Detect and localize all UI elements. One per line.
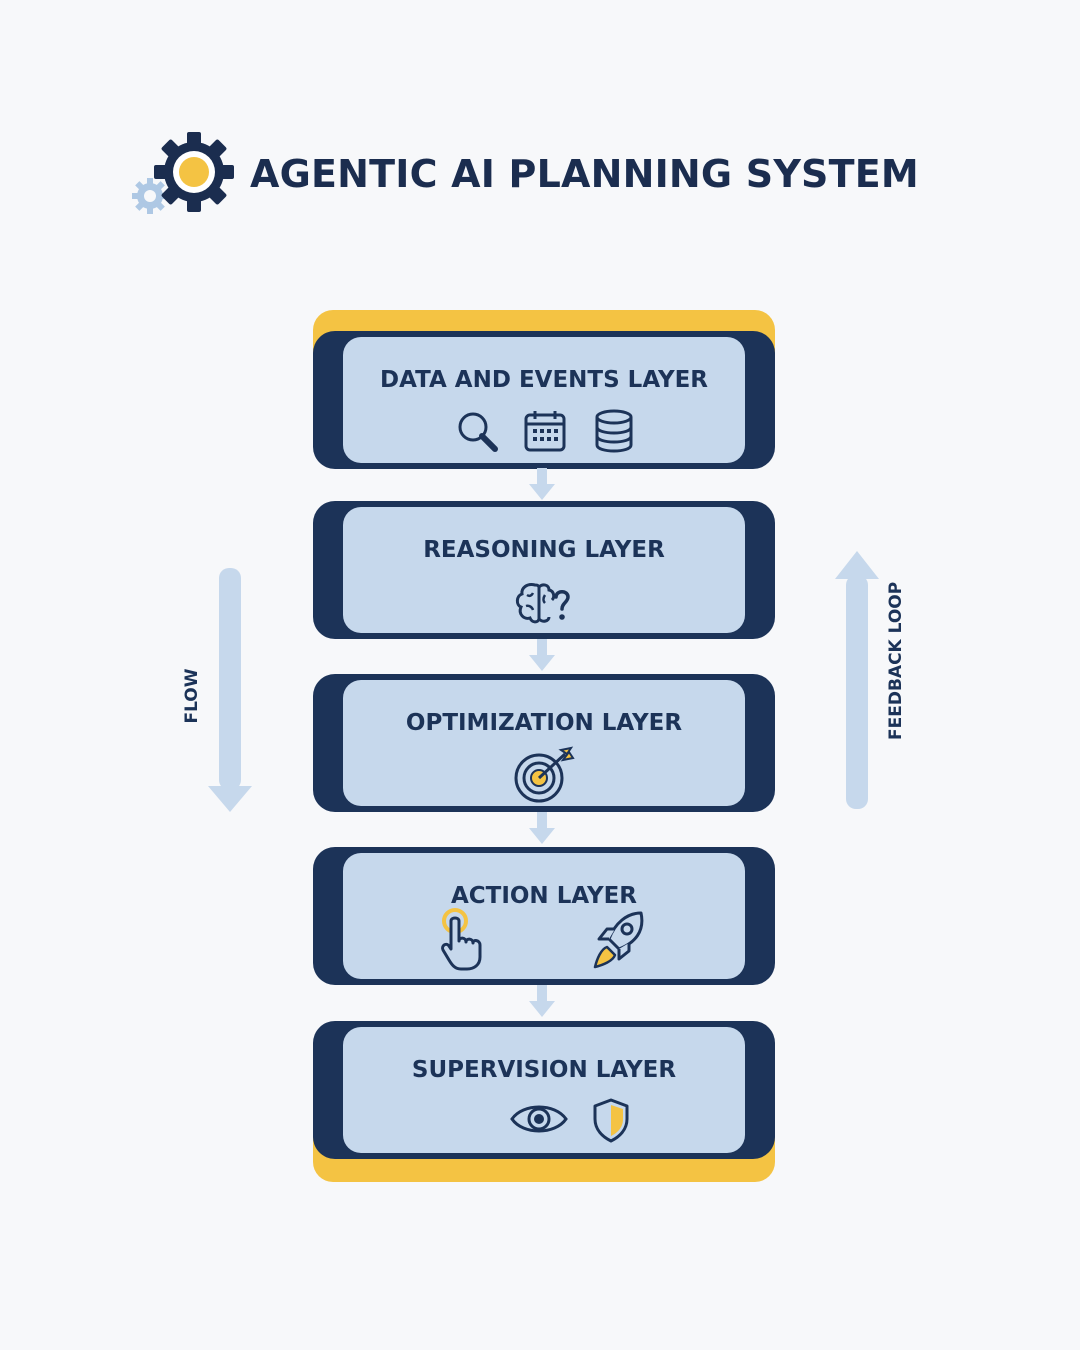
page-title: AGENTIC AI PLANNING SYSTEM	[250, 152, 919, 196]
layer-action: ACTION LAYER	[313, 847, 775, 985]
layer-icons	[343, 746, 745, 803]
layer-label: OPTIMIZATION LAYER	[405, 710, 683, 736]
layer-optimization: OPTIMIZATION LAYER	[313, 674, 775, 812]
layer-panel: OPTIMIZATION LAYER	[343, 680, 745, 806]
eye-icon	[510, 1105, 568, 1133]
layer-panel: ACTION LAYER	[343, 853, 745, 979]
layer-label: REASONING LAYER	[423, 537, 665, 563]
connector-arrow-down	[529, 639, 555, 671]
layer-label: ACTION LAYER	[450, 883, 638, 909]
brain-question-icon	[515, 583, 570, 624]
layer-reasoning: REASONING LAYER	[313, 501, 775, 639]
header: AGENTIC AI PLANNING SYSTEM	[128, 124, 919, 224]
feedback-loop-arrow	[835, 551, 879, 809]
connector-arrow-down	[529, 812, 555, 844]
shield-icon	[593, 1098, 629, 1143]
layer-panel: REASONING LAYER	[343, 507, 745, 633]
layer-data-and-events: DATA AND EVENTS LAYER	[313, 331, 775, 469]
layer-label: SUPERVISION LAYER	[411, 1057, 677, 1083]
gear-icon	[128, 124, 240, 224]
connector-arrow-down	[529, 468, 555, 500]
pointer-hand-icon	[441, 908, 482, 971]
magnifier-icon	[458, 412, 498, 452]
layer-supervision: SUPERVISION LAYER	[313, 1021, 775, 1159]
flow-arrow	[208, 568, 252, 812]
layer-icons	[343, 1098, 745, 1149]
layer-icons	[343, 579, 745, 629]
rocket-icon	[593, 911, 644, 969]
feedback-loop-label: FEEDBACK LOOP	[886, 581, 906, 740]
layer-icons	[343, 409, 745, 459]
layer-label: DATA AND EVENTS LAYER	[379, 367, 709, 393]
calendar-icon	[524, 411, 566, 452]
flow-label: FLOW	[182, 668, 202, 724]
connector-arrow-down	[529, 985, 555, 1017]
database-icon	[595, 409, 633, 453]
layer-icons	[343, 908, 745, 975]
layer-panel: DATA AND EVENTS LAYER	[343, 337, 745, 463]
layer-panel: SUPERVISION LAYER	[343, 1027, 745, 1153]
target-arrow-icon	[514, 746, 575, 803]
